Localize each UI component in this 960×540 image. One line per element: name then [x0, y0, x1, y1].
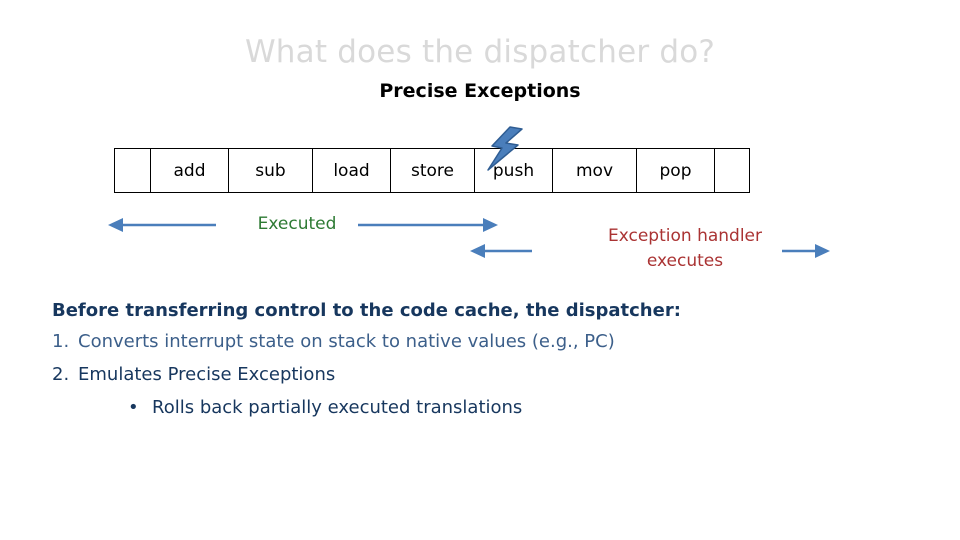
- exception-handler-range-arrow: [470, 236, 830, 266]
- body-sub-bullet-text: Rolls back partially executed translatio…: [152, 397, 523, 418]
- body-text: Before transferring control to the code …: [52, 300, 912, 418]
- instruction-cell-pad-left: [114, 148, 150, 193]
- body-item-2-text: Emulates Precise Exceptions: [78, 364, 336, 385]
- body-sub-bullet: • Rolls back partially executed translat…: [128, 397, 912, 418]
- body-item-1-number: 1.: [52, 331, 70, 352]
- body-item-1-text: Converts interrupt state on stack to nat…: [78, 331, 615, 352]
- lightning-bolt-icon: [487, 126, 523, 171]
- body-item-1: 1. Converts interrupt state on stack to …: [52, 331, 912, 352]
- executed-label: Executed: [257, 214, 337, 234]
- body-item-2: 2. Emulates Precise Exceptions: [52, 364, 912, 385]
- exception-handler-label: Exception handler executes: [540, 224, 830, 273]
- instruction-cell-push: push: [474, 148, 552, 193]
- instruction-cell-load: load: [312, 148, 390, 193]
- executed-range-arrow: [108, 210, 498, 240]
- instruction-cell-pop: pop: [636, 148, 714, 193]
- slide-subtitle: Precise Exceptions: [379, 80, 581, 102]
- instruction-cell-store: store: [390, 148, 474, 193]
- exception-handler-label-line1: Exception handler: [608, 226, 762, 246]
- instruction-cell-sub: sub: [228, 148, 312, 193]
- instruction-cell-pad-right: [714, 148, 750, 193]
- page-title: What does the dispatcher do?: [244, 34, 716, 70]
- body-lead: Before transferring control to the code …: [52, 300, 681, 321]
- exception-handler-label-line2: executes: [646, 250, 724, 271]
- instruction-stream: add sub load store push mov pop: [114, 148, 750, 193]
- instruction-cell-add: add: [150, 148, 228, 193]
- bullet-dot-icon: •: [128, 397, 139, 418]
- body-item-2-number: 2.: [52, 364, 70, 385]
- instruction-cell-mov: mov: [552, 148, 636, 193]
